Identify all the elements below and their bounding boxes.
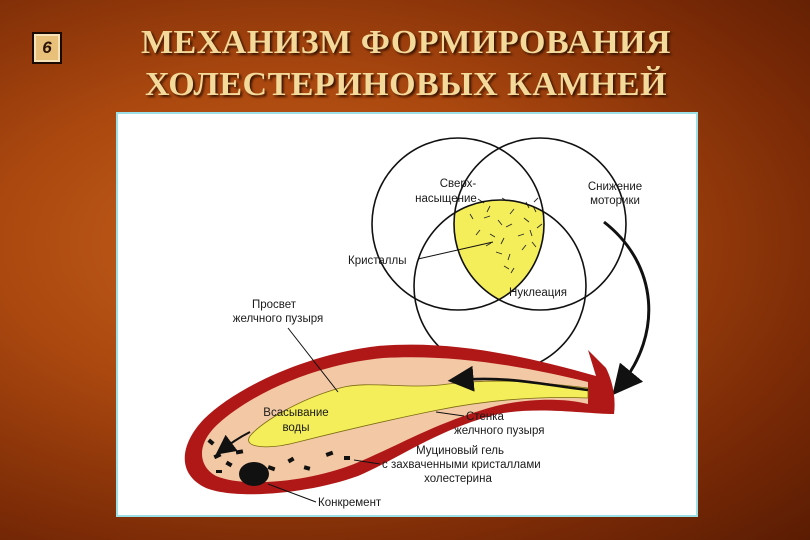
title-line-1: МЕХАНИЗМ ФОРМИРОВАНИЯ [140,24,672,61]
mucin-label-1: Муциновый гель [416,445,504,457]
supersaturation-label-2: насыщение [415,193,477,205]
wall-leader-line [435,411,465,417]
crystals-label: Кристаллы [348,255,407,267]
bile-flow-arrow [447,365,589,392]
lumen-label-1: Просвет [252,299,297,311]
fundus-arrow [215,431,251,455]
motility-label-1: Снижение [588,181,642,193]
slide-number-badge: 6 [32,32,62,64]
mucin-leader-line [353,459,381,465]
gallstone-diagram: Сверх- насыщение Снижение моторики Нукле… [184,137,651,509]
absorption-label-2: воды [282,422,309,434]
diagram-panel: Сверх- насыщение Снижение моторики Нукле… [116,112,698,517]
wall-label-2: желчного пузыря [454,425,544,437]
mucin-label-3: холестерина [424,473,492,485]
stone-leader-line [267,483,317,503]
mucin-crystals [207,438,350,473]
lumen-label-2: желчного пузыря [233,313,323,325]
venn-diagram: Сверх- насыщение Снижение моторики Нукле… [348,137,642,373]
motility-circle [453,137,627,311]
supersaturation-label-1: Сверх- [440,178,477,190]
stone-concretion [239,462,269,486]
motility-label-2: моторики [590,195,640,207]
title-line-2: ХОЛЕСТЕРИНОВЫХ КАМНЕЙ [144,66,668,103]
crystals-leader-line [417,241,494,260]
wall-label-1: Стенка [466,411,504,423]
stone-label: Конкремент [318,497,382,509]
slide-title: МЕХАНИЗМ ФОРМИРОВАНИЯ ХОЛЕСТЕРИНОВЫХ КАМ… [96,22,716,106]
flow-arrow-icon [603,220,651,396]
nucleation-label: Нуклеация [509,287,567,299]
absorption-label-1: Всасывание [263,407,328,419]
lumen-leader-line [287,327,339,393]
mucin-label-2: с захваченными кристаллами [382,459,541,471]
gallbladder-illustration [184,344,615,495]
supersaturation-circle [371,137,545,311]
